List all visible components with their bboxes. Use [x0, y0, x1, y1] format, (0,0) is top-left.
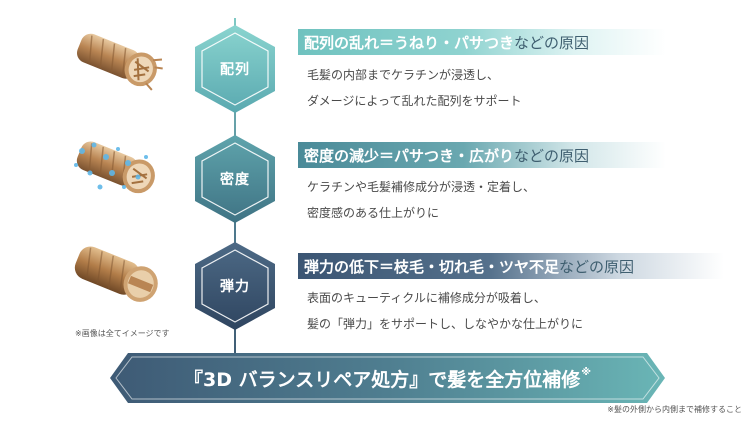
heading-highlight: 弾力の低下＝枝毛・切れ毛・ツヤ不足	[304, 257, 560, 276]
hair-fiber-illustration-2	[68, 133, 168, 205]
hex-label: 弾力	[220, 279, 250, 295]
hair-fiber-illustration-1	[70, 26, 170, 98]
heading-highlight: 密度の減少＝パサつき・広がり	[304, 146, 515, 165]
image-disclaimer: ※画像は全てイメージです	[75, 329, 170, 338]
heading-tail: などの原因	[514, 146, 590, 165]
description-line: ダメージによって乱れた配列をサポート	[307, 94, 522, 108]
description-line: ケラチンや毛髪補修成分が浸透・定着し、	[307, 180, 536, 194]
hex-badge-elasticity: 弾力	[193, 240, 277, 332]
heading-density: 密度の減少＝パサつき・広がり などの原因	[298, 142, 666, 168]
banner-title: 『3D バランスリペア処方』で髪を全方位補修	[184, 368, 581, 391]
hex-label: 配列	[220, 62, 250, 78]
heading-tail: などの原因	[514, 33, 590, 52]
heading-elasticity: 弾力の低下＝枝毛・切れ毛・ツヤ不足 などの原因	[298, 253, 724, 279]
description-line: 毛髪の内部までケラチンが浸透し、	[307, 68, 500, 82]
description-line: 髪の「弾力」をサポートし、しなやかな仕上がりに	[307, 317, 584, 331]
heading-tail: などの原因	[559, 257, 635, 276]
hex-badge-alignment: 配列	[193, 23, 277, 115]
heading-alignment: 配列の乱れ＝うねり・パサつき などの原因	[298, 29, 666, 55]
hex-badge-density: 密度	[193, 133, 277, 225]
description-line: 密度感のある仕上がりに	[307, 206, 440, 220]
heading-highlight: 配列の乱れ＝うねり・パサつき	[304, 33, 515, 52]
footnote: ※髪の外側から内側まで補修すること	[607, 405, 742, 414]
hex-label: 密度	[220, 172, 250, 188]
hair-fiber-illustration-3	[68, 240, 168, 312]
description-line: 表面のキューティクルに補修成分が吸着し、	[307, 291, 546, 305]
formula-banner: 『3D バランスリペア処方』で髪を全方位補修※	[110, 353, 665, 403]
description-alignment: 毛髪の内部までケラチンが浸透し、 ダメージによって乱れた配列をサポート	[307, 62, 521, 114]
banner-mark: ※	[581, 366, 591, 378]
banner-text: 『3D バランスリペア処方』で髪を全方位補修※	[110, 353, 665, 403]
description-elasticity: 表面のキューティクルに補修成分が吸着し、 髪の「弾力」をサポートし、しなやかな仕…	[307, 285, 583, 337]
description-density: ケラチンや毛髪補修成分が浸透・定着し、 密度感のある仕上がりに	[307, 174, 535, 226]
